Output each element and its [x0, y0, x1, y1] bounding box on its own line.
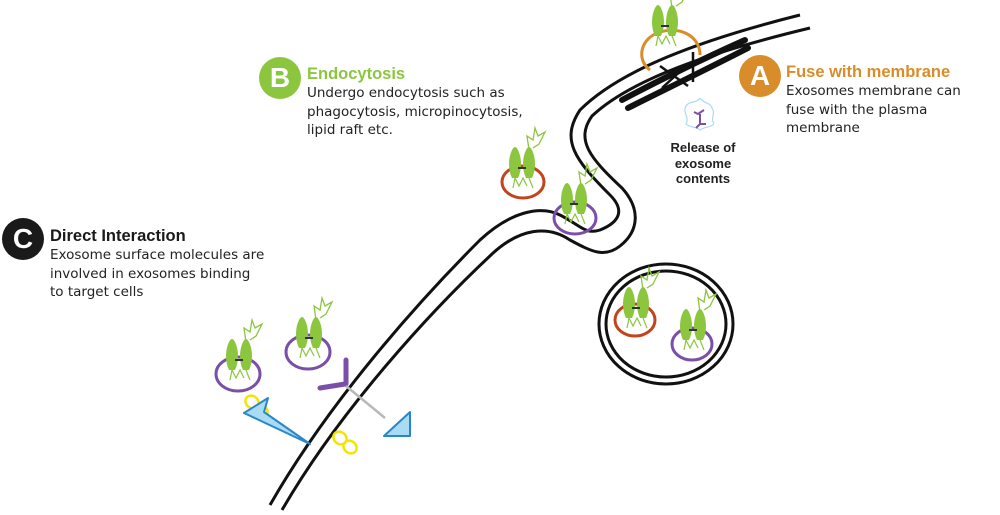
heading-fuse-with-membrane: Fuse with membrane — [786, 63, 951, 81]
fusion-exosome — [619, 0, 751, 111]
heading-endocytosis: Endocytosis — [307, 65, 406, 83]
plasma-membrane — [268, 13, 811, 511]
badge-a: A — [739, 55, 781, 97]
receptor-binding — [317, 357, 411, 455]
released-contents-icon — [684, 97, 715, 131]
description-fuse-with-membrane: Exosomes membrane can fuse with the plas… — [786, 83, 961, 136]
endosome — [597, 262, 735, 386]
heading-direct-interaction: Direct Interaction — [50, 227, 186, 245]
endocytosis-exosome-red — [500, 127, 546, 200]
endocytosis-exosome-purple — [552, 163, 598, 236]
direct-exosome-1 — [214, 319, 311, 445]
badge-b: B — [259, 57, 301, 99]
description-endocytosis: Undergo endocytosis such as phagocytosis… — [307, 85, 523, 138]
direct-exosome-2 — [284, 297, 333, 371]
description-direct-interaction: Exosome surface molecules are involved i… — [50, 247, 265, 300]
badge-c: C — [2, 218, 44, 260]
release-of-contents-label: Release of exosome contents — [670, 140, 736, 186]
